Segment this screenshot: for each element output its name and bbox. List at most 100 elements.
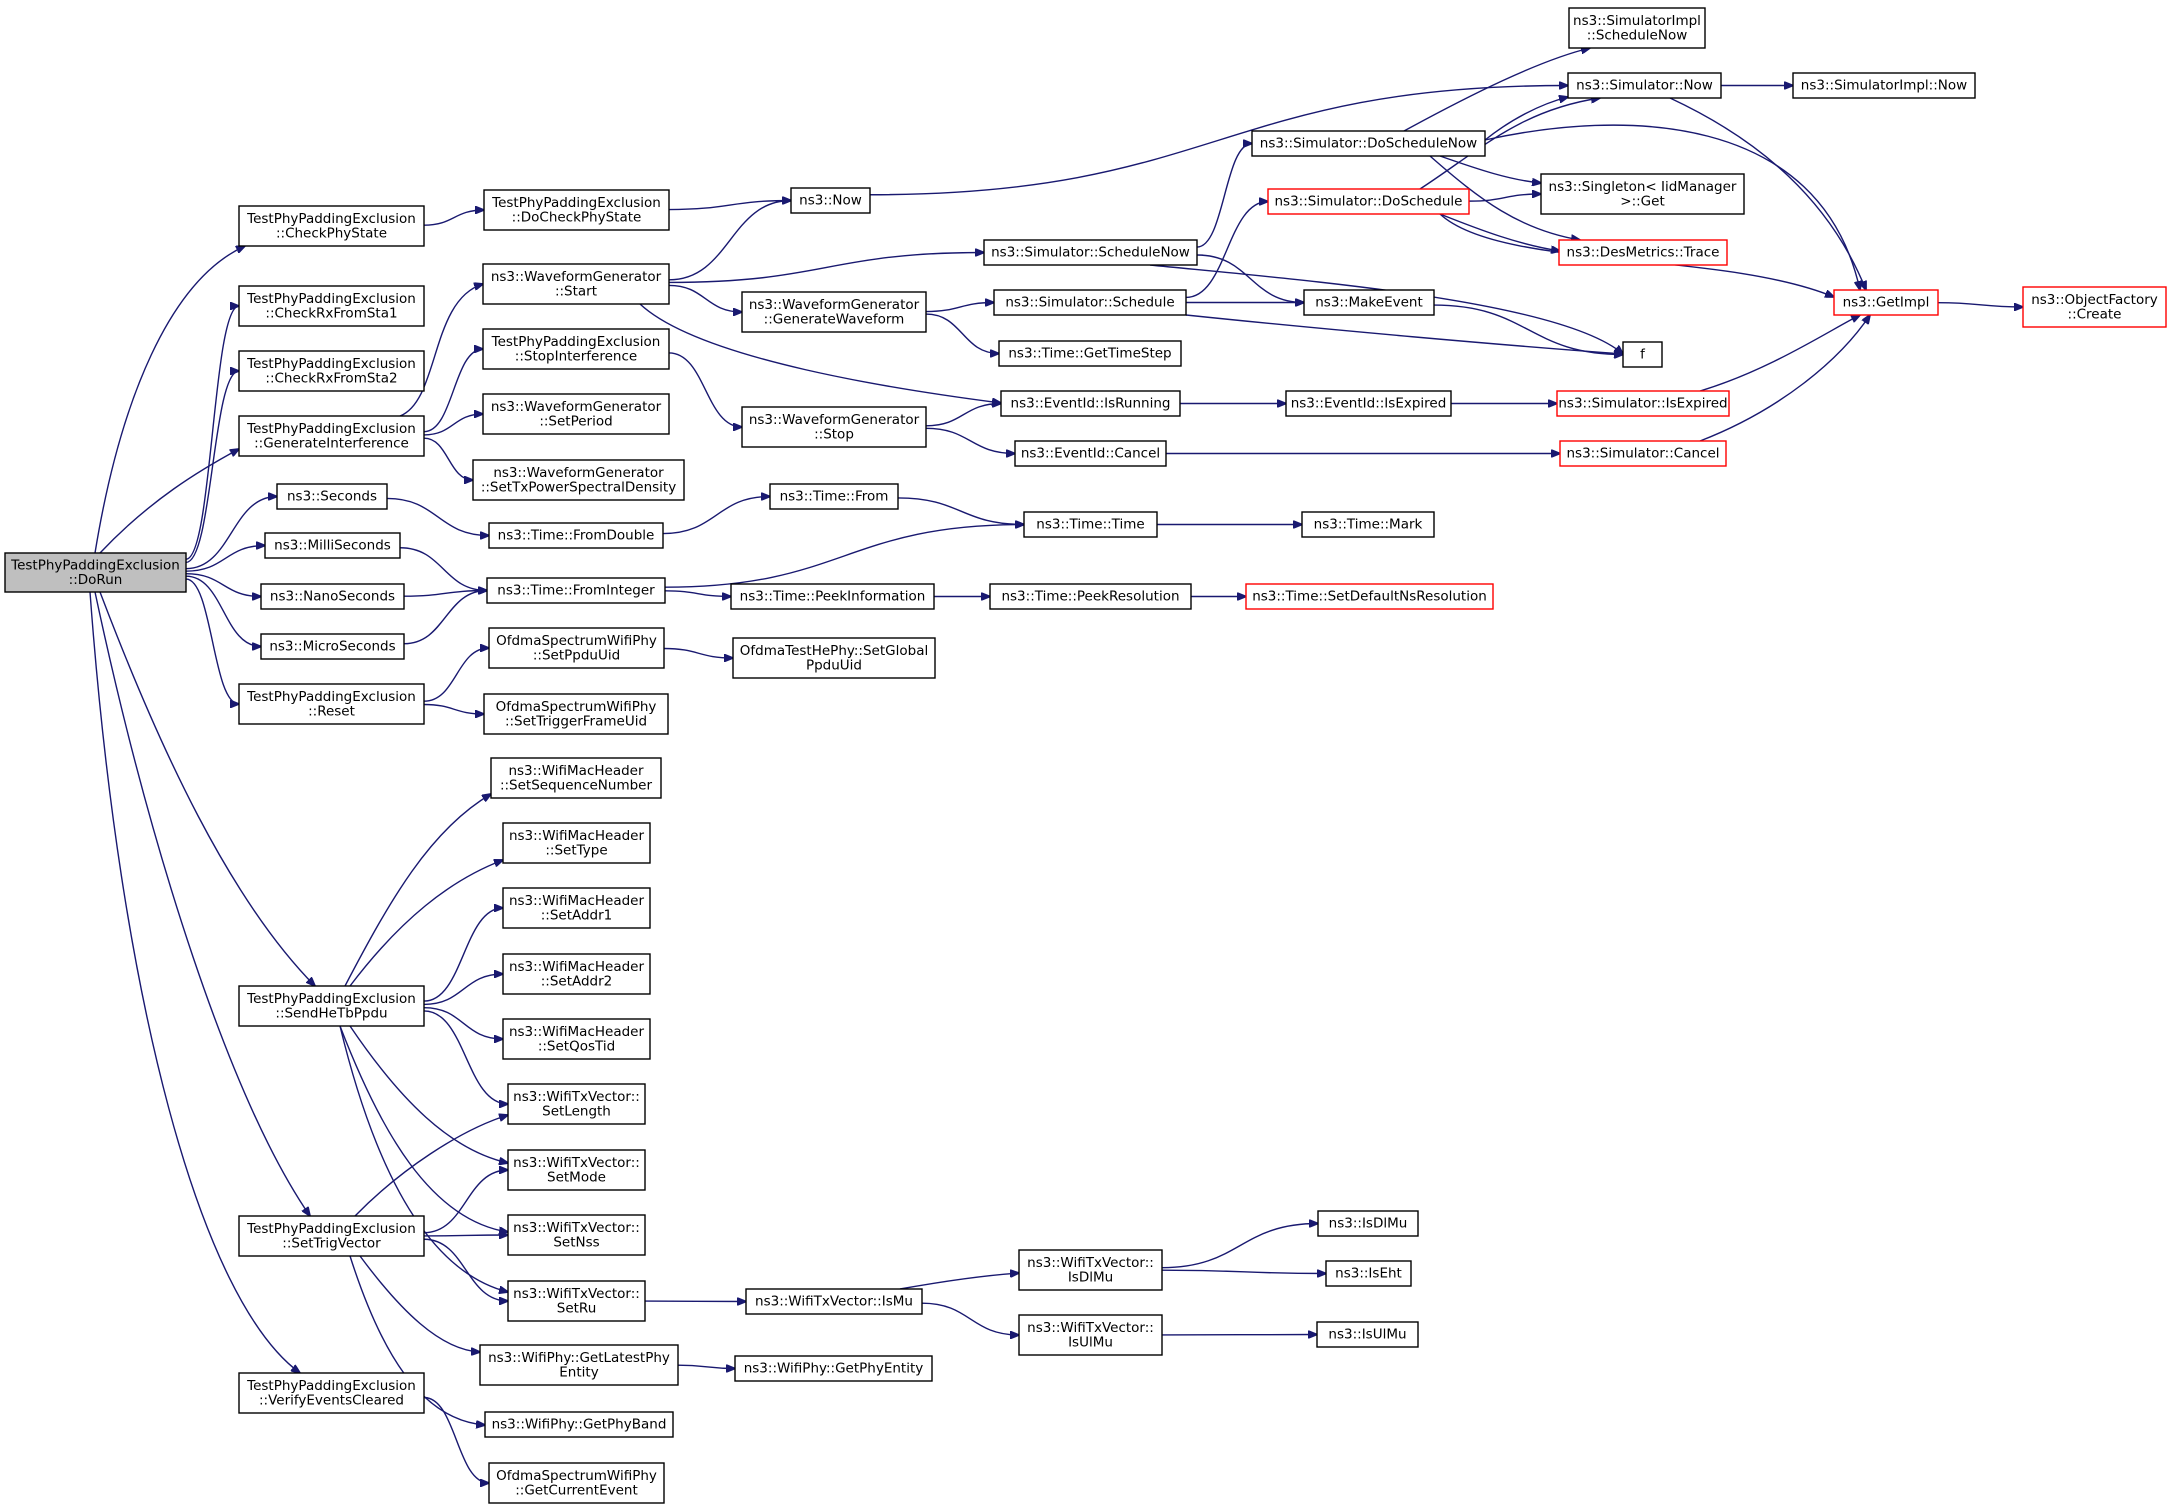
node-setqos[interactable]: ns3::WifiMacHeader::SetQosTid [502,1018,651,1060]
node-schedulenow[interactable]: ns3::Simulator::ScheduleNow [983,239,1198,266]
node-peekres[interactable]: ns3::Time::PeekResolution [989,583,1192,610]
node-label: ::SendHeTbPpdu [275,1005,387,1021]
node-nanos[interactable]: ns3::NanoSeconds [260,583,405,610]
node-getband[interactable]: ns3::WifiPhy::GetPhyBand [484,1411,674,1438]
node-timefrom[interactable]: ns3::Time::From [769,483,899,510]
node-sendhetb[interactable]: TestPhyPaddingExclusion::SendHeTbPpdu [238,985,425,1027]
node-label: ns3::WaveformGenerator [493,465,664,481]
node-schedule[interactable]: ns3::Simulator::Schedule [993,289,1187,316]
node-singleton[interactable]: ns3::Singleton< IidManager>::Get [1540,173,1745,215]
node-seconds[interactable]: ns3::Seconds [276,483,388,510]
node-label: ns3::Time::FromInteger [497,583,655,599]
node-now[interactable]: ns3::Now [790,187,871,214]
node-settxpsd[interactable]: ns3::WaveformGenerator::SetTxPowerSpectr… [472,459,685,501]
node-box [238,350,425,392]
edge-geninterf-to-setperiod [423,414,483,436]
node-label: ns3::MicroSeconds [269,639,395,655]
node-verify[interactable]: TestPhyPaddingExclusion::VerifyEventsCle… [238,1372,425,1414]
node-docheck[interactable]: TestPhyPaddingExclusion::DoCheckPhyState [483,189,670,231]
node-box [483,189,670,231]
edge-sendhetb-to-setru [339,1025,508,1292]
node-frominteger[interactable]: ns3::Time::FromInteger [486,577,666,604]
node-label: ns3::Simulator::DoSchedule [1275,194,1463,210]
node-wgstop[interactable]: ns3::WaveformGenerator::Stop [741,406,927,448]
node-box [1317,1210,1419,1237]
node-box [238,985,425,1027]
node-dorun[interactable]: TestPhyPaddingExclusion::DoRun [4,552,187,593]
node-fromdouble[interactable]: ns3::Time::FromDouble [488,522,664,549]
node-getcurrent[interactable]: OfdmaSpectrumWifiPhy::GetCurrentEvent [488,1462,665,1504]
node-getimpl[interactable]: ns3::GetImpl [1833,289,1939,316]
node-label: ::ScheduleNow [1587,27,1688,43]
node-box [507,1149,646,1191]
node-settrigframe[interactable]: OfdmaSpectrumWifiPhy::SetTriggerFrameUid [483,693,669,735]
node-makeevent[interactable]: ns3::MakeEvent [1303,289,1435,316]
node-label: ns3::Simulator::Schedule [1005,295,1174,311]
node-iseht[interactable]: ns3::IsEht [1325,1260,1412,1287]
node-peekinfo[interactable]: ns3::Time::PeekInformation [730,583,935,610]
node-implschednow[interactable]: ns3::SimulatorImpl::ScheduleNow [1568,7,1706,49]
node-box [745,1288,923,1315]
node-label: ns3::MakeEvent [1315,295,1423,311]
node-isdlmu[interactable]: ns3::IsDlMu [1317,1210,1419,1237]
node-label: ns3::WifiTxVector:: [513,1286,640,1302]
node-settype[interactable]: ns3::WifiMacHeader::SetType [502,822,651,864]
node-stopinterf[interactable]: TestPhyPaddingExclusion::StopInterferenc… [482,328,670,370]
node-label: ns3::DesMetrics::Trace [1567,245,1720,261]
node-isulmu_v[interactable]: ns3::WifiTxVector::IsUlMu [1018,1314,1163,1356]
node-simnow[interactable]: ns3::Simulator::Now [1567,72,1722,99]
node-desmetrics[interactable]: ns3::DesMetrics::Trace [1558,239,1728,266]
node-label: ns3::WaveformGenerator [491,399,662,415]
node-isrunning[interactable]: ns3::EventId::IsRunning [1000,390,1181,417]
node-setperiod[interactable]: ns3::WaveformGenerator::SetPeriod [482,393,670,435]
node-doschedulenow[interactable]: ns3::Simulator::DoScheduleNow [1251,130,1486,157]
node-box [483,693,669,735]
node-checkphystate[interactable]: TestPhyPaddingExclusion::CheckPhyState [238,205,425,247]
node-cancel[interactable]: ns3::EventId::Cancel [1014,440,1167,467]
node-implnow[interactable]: ns3::SimulatorImpl::Now [1792,72,1976,99]
node-timemark[interactable]: ns3::Time::Mark [1301,511,1435,538]
node-checkrx1[interactable]: TestPhyPaddingExclusion::CheckRxFromSta1 [238,285,425,327]
node-setseq[interactable]: ns3::WifiMacHeader::SetSequenceNumber [490,757,662,799]
node-doschedule[interactable]: ns3::Simulator::DoSchedule [1267,188,1470,215]
node-setdefault[interactable]: ns3::Time::SetDefaultNsResolution [1245,583,1494,610]
node-checkrx2[interactable]: TestPhyPaddingExclusion::CheckRxFromSta2 [238,350,425,392]
node-geninterf[interactable]: TestPhyPaddingExclusion::GenerateInterfe… [238,415,425,457]
node-timetime[interactable]: ns3::Time::Time [1023,511,1158,538]
node-box [276,483,388,510]
node-settrig[interactable]: TestPhyPaddingExclusion::SetTrigVector [238,1215,425,1257]
node-setmode[interactable]: ns3::WifiTxVector::SetMode [507,1149,646,1191]
node-millis[interactable]: ns3::MilliSeconds [264,532,401,559]
node-wgstart[interactable]: ns3::WaveformGenerator::Start [482,263,670,305]
node-reset[interactable]: TestPhyPaddingExclusion::Reset [238,683,425,725]
node-simisexpired[interactable]: ns3::Simulator::IsExpired [1556,390,1730,417]
node-isexpired_e[interactable]: ns3::EventId::IsExpired [1285,390,1452,417]
node-isdlmu_v[interactable]: ns3::WifiTxVector::IsDlMu [1018,1249,1163,1291]
node-box [482,328,670,370]
node-isulmu[interactable]: ns3::IsUlMu [1316,1321,1419,1348]
node-label: ns3::SimulatorImpl::Now [1801,78,1967,94]
node-label: OfdmaTestHePhy::SetGlobal [740,643,928,659]
node-getphyentity[interactable]: ns3::WifiPhy::GetPhyEntity [734,1355,933,1382]
node-micros[interactable]: ns3::MicroSeconds [260,633,405,660]
node-gettimestep[interactable]: ns3::Time::GetTimeStep [998,340,1182,367]
node-setaddr2[interactable]: ns3::WifiMacHeader::SetAddr2 [502,953,651,995]
node-ismu[interactable]: ns3::WifiTxVector::IsMu [745,1288,923,1315]
node-setppduuid[interactable]: OfdmaSpectrumWifiPhy::SetPpduUid [488,627,665,669]
node-label: IsUlMu [1068,1334,1113,1350]
node-setnss[interactable]: ns3::WifiTxVector::SetNss [507,1214,646,1256]
node-f[interactable]: f [1622,341,1663,368]
node-box [1540,173,1745,215]
node-setaddr1[interactable]: ns3::WifiMacHeader::SetAddr1 [502,887,651,929]
node-simcancel[interactable]: ns3::Simulator::Cancel [1559,440,1727,467]
node-wggenerate[interactable]: ns3::WaveformGenerator::GenerateWaveform [741,291,927,333]
node-label: ns3::WifiMacHeader [508,763,644,779]
node-box [1303,289,1435,316]
node-setru[interactable]: ns3::WifiTxVector::SetRu [507,1280,646,1322]
node-box [472,459,685,501]
node-setlength[interactable]: ns3::WifiTxVector::SetLength [507,1083,646,1125]
node-objfactory[interactable]: ns3::ObjectFactory::Create [2022,286,2167,328]
node-label: ns3::MilliSeconds [274,538,391,554]
